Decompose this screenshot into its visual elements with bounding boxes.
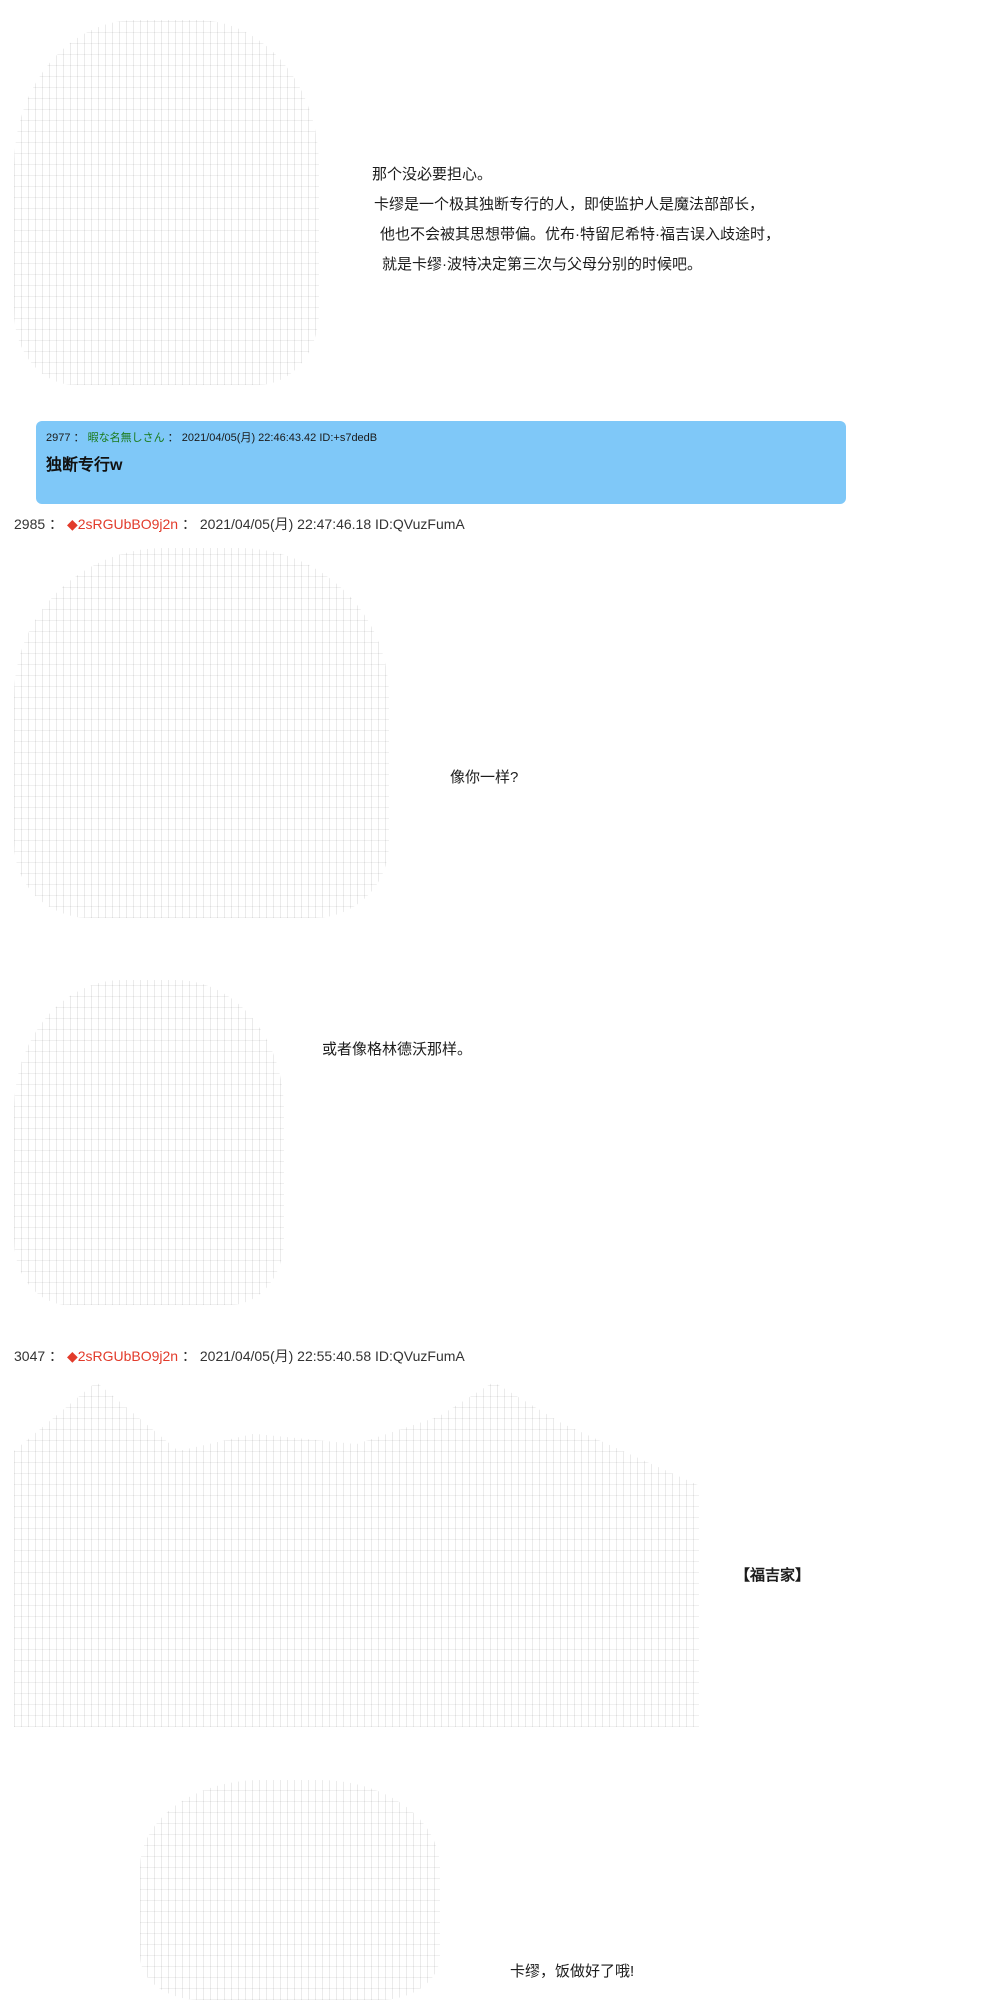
poster-trip: 2sRGUbBO9j2n [77, 1348, 179, 1364]
dialog-line: 卡缪是一个极其独断专行的人，即使监护人是魔法部部长， [374, 196, 765, 213]
post-id[interactable]: ID:QVuzFumA [375, 516, 465, 532]
poster-trip: 2sRGUbBO9j2n [77, 516, 179, 532]
ascii-art-house [14, 1382, 699, 1727]
poster-name: 暇な名無しさん [87, 432, 165, 444]
post-header-2985: 2985 ： ◆2sRGUbBO9j2n ： 2021/04/05(月) 22:… [14, 516, 465, 532]
trip-diamond-icon: ◆ [66, 1348, 78, 1364]
post-header-3047: 3047 ： ◆2sRGUbBO9j2n ： 2021/04/05(月) 22:… [14, 1348, 465, 1364]
reply-meta: 2977 ： 暇な名無しさん ： 2021/04/05(月) 22:46:43.… [46, 432, 378, 444]
reply-body: 独断专行w [46, 457, 123, 474]
ascii-art-character-3 [14, 980, 284, 1305]
post1-dialog: 那个没必要担心。 卡缪是一个极其独断专行的人，即使监护人是魔法部部长， 他也不会… [372, 160, 780, 280]
dialog-line: 就是卡缪·波特决定第三次与父母分别的时候吧。 [382, 256, 702, 273]
post-number[interactable]: 2977 [46, 432, 71, 444]
location-caption: 【福吉家】 [735, 1567, 811, 1584]
post-datetime: 2021/04/05(月) 22:46:43.42 [181, 432, 317, 444]
post2985-dialog-1: 像你一样? [450, 769, 519, 786]
reply-post: 2977 ： 暇な名無しさん ： 2021/04/05(月) 22:46:43.… [36, 421, 846, 504]
post-number[interactable]: 3047 [14, 1348, 46, 1364]
trip-diamond-icon: ◆ [66, 516, 78, 532]
post-number[interactable]: 2985 [14, 516, 46, 532]
post-datetime: 2021/04/05(月) 22:47:46.18 [199, 516, 372, 532]
ascii-art-character-1 [14, 20, 319, 385]
ascii-art-character-4 [140, 1780, 440, 2000]
post3047-dialog: 卡缪，饭做好了哦! [510, 1963, 635, 1980]
post-id[interactable]: ID:QVuzFumA [375, 1348, 465, 1364]
dialog-line: 他也不会被其思想带偏。优布·特留尼希特·福吉误入歧途时， [380, 226, 780, 243]
post-datetime: 2021/04/05(月) 22:55:40.58 [199, 1348, 372, 1364]
dialog-line: 那个没必要担心。 [372, 166, 493, 183]
ascii-art-character-2 [14, 548, 389, 918]
post2985-dialog-2: 或者像格林德沃那样。 [322, 1041, 473, 1058]
post-id[interactable]: ID:+s7dedB [319, 432, 378, 444]
